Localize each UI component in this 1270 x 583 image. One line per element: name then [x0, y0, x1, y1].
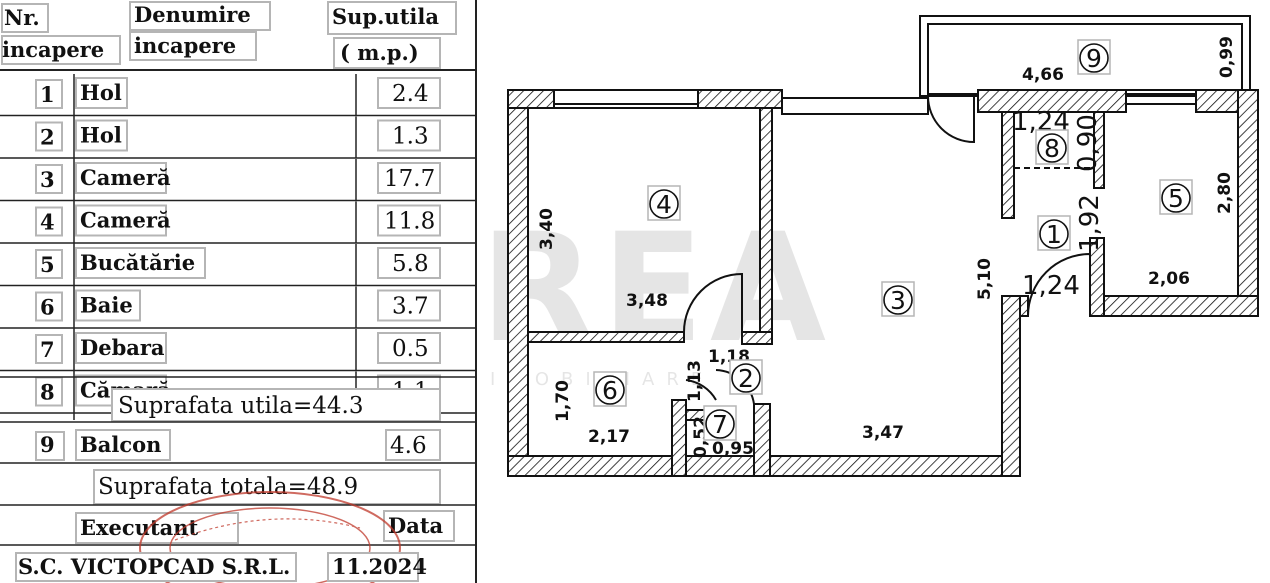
- table-footer: Suprafata utila=44.3 9 Balcon 4.6 Supraf…: [0, 376, 476, 583]
- table-row: 5 Bucătărie 5.8: [0, 244, 476, 287]
- row-name: Baie: [80, 293, 133, 318]
- balcony-nr: 9: [40, 432, 55, 457]
- room-marker-5: 5: [1159, 179, 1193, 215]
- room-number: 9: [1086, 44, 1102, 73]
- table-header: Nr. incapere Denumire incapere Sup.utila…: [1, 1, 457, 69]
- row-name: Bucătărie: [80, 250, 195, 275]
- table-row: 3 Cameră 17.7: [0, 159, 476, 202]
- dim-r3-width: 3,47: [862, 423, 904, 443]
- row-nr: 8: [40, 380, 55, 405]
- row-nr: 7: [40, 337, 55, 362]
- dim-r6-height: 1,70: [553, 380, 573, 422]
- room-number: 6: [602, 376, 618, 405]
- row-area: 5.8: [392, 251, 429, 277]
- room-number: 1: [1046, 220, 1062, 249]
- balcony-name: Balcon: [80, 432, 161, 457]
- executant-label: Executant: [80, 515, 199, 540]
- room-table: Nr. incapere Denumire incapere Sup.utila…: [0, 0, 477, 583]
- dim-r6-width: 2,17: [588, 427, 630, 447]
- row-area: 11.8: [384, 209, 435, 235]
- row-nr: 4: [40, 210, 55, 235]
- room-marker-8: 8: [1035, 129, 1069, 165]
- header-nr-line1: Nr.: [4, 5, 40, 30]
- row-nr: 6: [40, 295, 55, 320]
- interior-lines: [528, 107, 1094, 169]
- dim-r1-depth: 1,92: [1075, 194, 1105, 252]
- room-number: 8: [1044, 134, 1060, 163]
- dim-r7-width: 0,95: [712, 439, 754, 459]
- header-area-line1: Sup.utila: [332, 4, 439, 29]
- row-name: Hol: [80, 123, 122, 148]
- row-name: Cameră: [80, 208, 171, 233]
- room-number: 2: [738, 364, 754, 393]
- dim-balcony-depth: 0,99: [1217, 36, 1237, 78]
- room-marker-1: 1: [1037, 215, 1071, 251]
- dim-r1-width: 1,24: [1022, 271, 1080, 301]
- row-nr: 2: [40, 125, 55, 150]
- dim-r4-width: 3,48: [626, 291, 668, 311]
- row-area: 0.5: [392, 336, 429, 362]
- header-name-line2: incapere: [134, 33, 236, 58]
- floor-plan: REA IMOBILIARE: [480, 15, 1259, 477]
- balcony-area: 4.6: [390, 433, 427, 459]
- room-number: 4: [656, 190, 672, 219]
- dim-r2-height: 1,13: [685, 360, 705, 402]
- row-nr: 3: [40, 167, 55, 192]
- room-number: 7: [712, 410, 728, 439]
- room-markers: 1 2 3 4 5 6 7 8 9: [593, 39, 1193, 441]
- row-area: 1.3: [392, 124, 429, 150]
- row-name: Hol: [80, 80, 122, 105]
- room-marker-9: 9: [1077, 39, 1111, 75]
- company-stamp: [139, 491, 401, 583]
- dim-r4-height: 3,40: [537, 208, 557, 250]
- date-label: Data: [388, 513, 444, 538]
- row-name: Cameră: [80, 165, 171, 190]
- room-marker-6: 6: [593, 371, 627, 407]
- room-marker-2: 2: [729, 359, 763, 395]
- room-marker-7: 7: [703, 405, 737, 441]
- dim-r8-depth: 0,90: [1073, 114, 1103, 172]
- dim-balcony-len: 4,66: [1022, 65, 1064, 85]
- row-nr: 5: [40, 252, 55, 277]
- table-row: 4 Cameră 11.8: [0, 201, 476, 244]
- table-row: 6 Baie 3.7: [0, 286, 476, 329]
- table-row: 2 Hol 1.3: [0, 116, 476, 159]
- row-nr: 1: [40, 82, 55, 107]
- header-area-line2: ( m.p.): [340, 40, 419, 65]
- date-value: 11.2024: [332, 554, 427, 579]
- row-area: 17.7: [384, 166, 435, 192]
- row-name: Debara: [80, 335, 165, 360]
- table-row: 7 Debara 0.5: [0, 329, 476, 372]
- header-name-line1: Denumire: [134, 2, 251, 27]
- row-area: 2.4: [392, 81, 429, 107]
- executant-value: S.C. VICTOPCAD S.R.L.: [18, 554, 290, 579]
- watermark-text: REA: [480, 202, 832, 376]
- room-number: 3: [890, 286, 906, 315]
- room-marker-3: 3: [881, 281, 915, 317]
- dim-r5-height: 2,80: [1215, 172, 1235, 214]
- useful-total: Suprafata utila=44.3: [118, 393, 363, 419]
- walls: [507, 89, 1259, 477]
- dim-r3-height: 5,10: [975, 258, 995, 300]
- dim-r5-width: 2,06: [1148, 269, 1190, 289]
- room-number: 5: [1168, 184, 1184, 213]
- table-row: 1 Hol 2.4: [0, 74, 476, 117]
- row-area: 3.7: [392, 294, 429, 320]
- dimension-labels: 4,66 0,99 3,40 3,48 1,24 0,90 1,92 1,24 …: [537, 36, 1237, 459]
- header-nr-line2: incapere: [2, 37, 104, 62]
- room-marker-4: 4: [647, 185, 681, 221]
